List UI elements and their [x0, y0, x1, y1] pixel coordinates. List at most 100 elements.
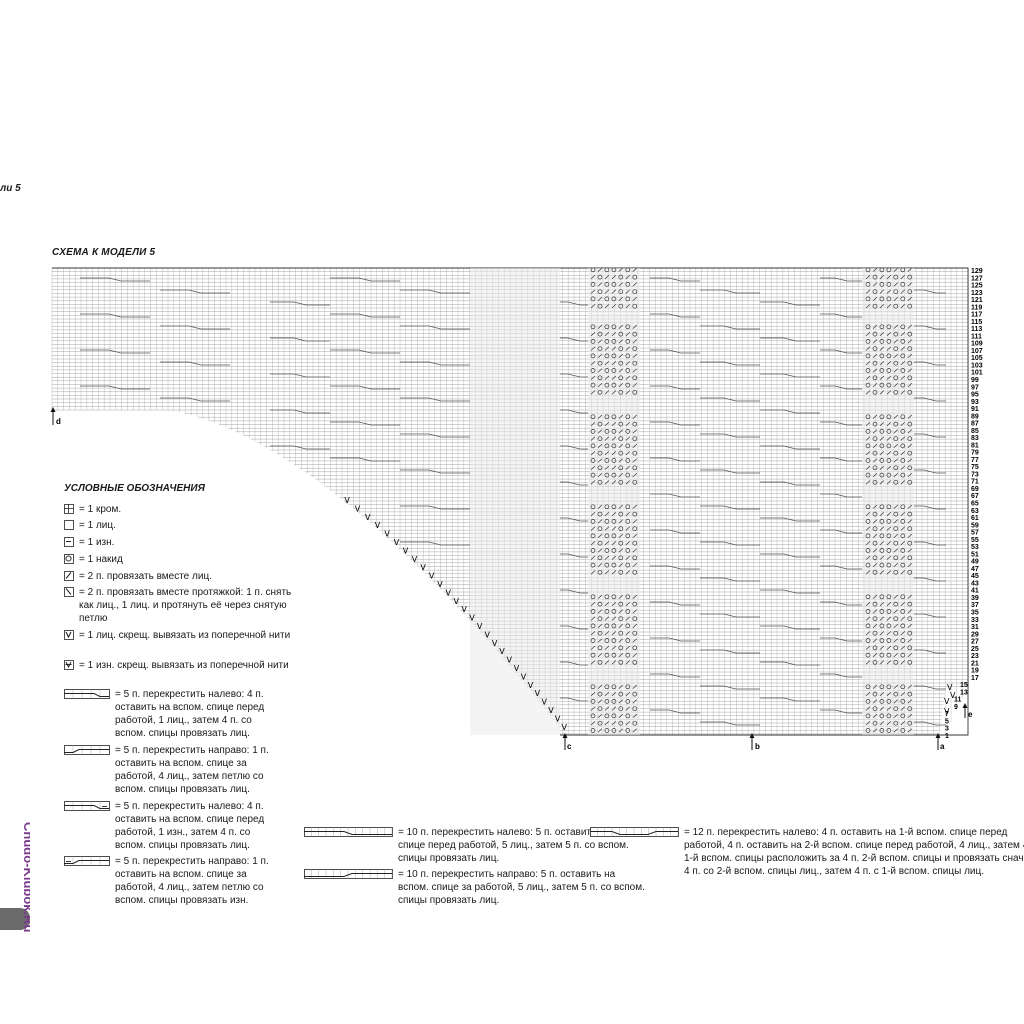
- decrease-mark: [611, 480, 617, 485]
- decrease-mark: [893, 699, 899, 704]
- twisted-increase-mark: V: [499, 647, 505, 656]
- yarn-over-mark: [611, 414, 617, 420]
- decrease-mark: [872, 296, 878, 302]
- decrease-mark: [618, 548, 624, 553]
- yarn-over-mark: [865, 324, 871, 330]
- decrease-mark: [618, 296, 624, 302]
- decrease-mark: [625, 512, 631, 517]
- decrease-mark: [611, 526, 617, 531]
- decrease-mark: [879, 692, 885, 697]
- decrease-mark: [632, 684, 638, 689]
- decrease-mark: [625, 465, 631, 470]
- yarn-over-mark: [611, 562, 617, 568]
- decrease-mark: [900, 645, 906, 650]
- yarn-over-mark: [886, 414, 892, 420]
- yarn-over-mark: [879, 519, 885, 524]
- yarn-over-mark: [872, 331, 878, 337]
- yarn-over-mark: [632, 436, 638, 442]
- twisted-increase-mark: V: [535, 689, 541, 698]
- yarn-over-mark: [632, 720, 638, 726]
- row-number: 57: [971, 530, 979, 537]
- yarn-over-mark: [886, 533, 892, 539]
- svg-text:Chudo-Klubok.Ru: Chudo-Klubok.Ru: [21, 822, 30, 933]
- decrease-mark: [886, 289, 892, 294]
- decrease-mark: [597, 382, 603, 388]
- decrease-mark: [900, 346, 906, 351]
- yarn-over-mark: [618, 555, 624, 561]
- yarn-over-mark: [879, 623, 885, 629]
- decrease-mark: [879, 660, 885, 665]
- twisted-increase-mark: V: [485, 630, 491, 639]
- decrease-mark: [625, 332, 631, 337]
- legend-item-text: = 1 кром.: [79, 504, 122, 515]
- decrease-mark: [618, 519, 624, 524]
- yarn-over-mark: [872, 526, 878, 532]
- yarn-over-mark: [590, 548, 596, 553]
- decrease-mark: [611, 555, 617, 560]
- yarn-over-mark: [865, 282, 871, 287]
- decrease-mark: [886, 541, 892, 546]
- decrease-mark: [872, 699, 878, 704]
- decrease-mark: [611, 631, 617, 636]
- yarn-over-mark: [872, 274, 878, 280]
- legend-item-text: = 12 п. перекрестить налево: 4 п. остави…: [684, 827, 1024, 877]
- yarn-over-mark: [865, 713, 871, 719]
- row-number: 119: [971, 304, 982, 311]
- decrease-mark: [872, 713, 878, 719]
- decrease-mark: [625, 375, 631, 380]
- decrease-mark: [590, 721, 596, 726]
- decrease-mark: [865, 275, 871, 280]
- yarn-over-mark: [618, 720, 624, 726]
- yarn-over-mark: [611, 684, 617, 690]
- decrease-mark: [886, 570, 892, 575]
- decrease-mark: [604, 390, 610, 395]
- yarn-over-mark: [893, 421, 899, 427]
- decrease-mark: [625, 346, 631, 351]
- row-number: 61: [971, 515, 979, 522]
- legend-item-text: = 5 п. перекрестить налево: 4 п. оставит…: [115, 801, 265, 851]
- yarn-over-mark: [886, 504, 892, 510]
- yarn-over-mark: [597, 274, 603, 280]
- chart-title: СХЕМА К МОДЕЛИ 5: [52, 247, 156, 258]
- decrease-mark: [618, 609, 624, 614]
- page-header-fragment: ли 5: [0, 183, 21, 194]
- decrease-mark: [597, 339, 603, 344]
- yarn-over-mark: [618, 706, 624, 712]
- yarn-over-mark: [893, 450, 899, 456]
- decrease-mark: [625, 480, 631, 485]
- yarn-over-mark: [618, 436, 624, 442]
- yarn-over-mark: [886, 324, 892, 330]
- yarn-over-mark: [597, 720, 603, 726]
- decrease-mark: [632, 519, 638, 524]
- legend-item: = 12 п. перекрестить налево: 4 п. остави…: [590, 826, 1024, 878]
- row-number: 129: [971, 268, 983, 275]
- yarn-over-mark: [625, 548, 631, 553]
- yarn-over-mark: [611, 519, 617, 524]
- legend-item-text: = 1 изн.: [79, 537, 115, 548]
- decrease-mark: [865, 555, 871, 560]
- decrease-mark: [879, 375, 885, 380]
- decrease-mark: [893, 652, 899, 658]
- decrease-mark: [886, 660, 892, 665]
- yarn-over-mark: [872, 630, 878, 636]
- decrease-mark: [611, 692, 617, 697]
- decrease-mark: [886, 512, 892, 517]
- yarn-over-mark: [879, 414, 885, 420]
- yarn-over-mark: [872, 375, 878, 381]
- yarn-over-mark: [625, 443, 631, 449]
- decrease-mark: [879, 422, 885, 427]
- yarn-over-mark: [893, 303, 899, 309]
- yarn-over-mark: [597, 526, 603, 532]
- yarn-over-mark: [590, 382, 596, 388]
- yarn-over-mark: [900, 609, 906, 614]
- purl-band: [862, 268, 914, 735]
- decrease-mark: [604, 555, 610, 560]
- yarn-over-mark: [590, 458, 596, 463]
- row-number: 63: [971, 508, 979, 515]
- yarn-over-mark: [900, 594, 906, 600]
- row-number: 25: [971, 646, 979, 653]
- decrease-mark: [865, 692, 871, 697]
- yarn-over-mark: [879, 368, 885, 373]
- yarn-over-mark: [618, 421, 624, 427]
